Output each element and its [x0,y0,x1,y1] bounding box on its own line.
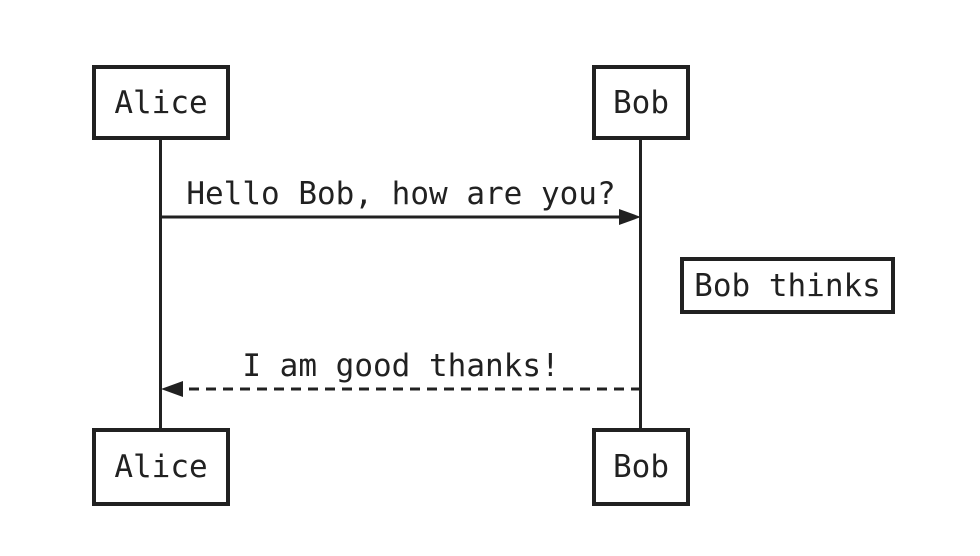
arrowhead-left-icon [161,381,183,397]
arrowhead-right-icon [619,209,641,225]
note-label: Bob thinks [694,267,881,304]
actor-label-bob-bottom: Bob [613,449,669,485]
actor-label-bob-top: Bob [613,84,669,121]
actor-label-alice-top: Alice [114,84,208,121]
lifeline-alice [159,140,162,428]
lifeline-bob [639,140,642,428]
actor-box-alice-top: Alice [92,65,230,140]
note-box: Bob thinks [680,257,895,314]
message-1-label: Hello Bob, how are you? [186,176,616,212]
message-2-label: I am good thanks! [242,348,560,384]
actor-box-alice-bottom: Alice [92,428,230,506]
message-1-arrow [161,209,641,225]
actor-box-bob-bottom: Bob [592,428,690,506]
actor-box-bob-top: Bob [592,65,690,140]
message-2-arrow [161,381,641,397]
actor-label-alice-bottom: Alice [114,449,208,485]
